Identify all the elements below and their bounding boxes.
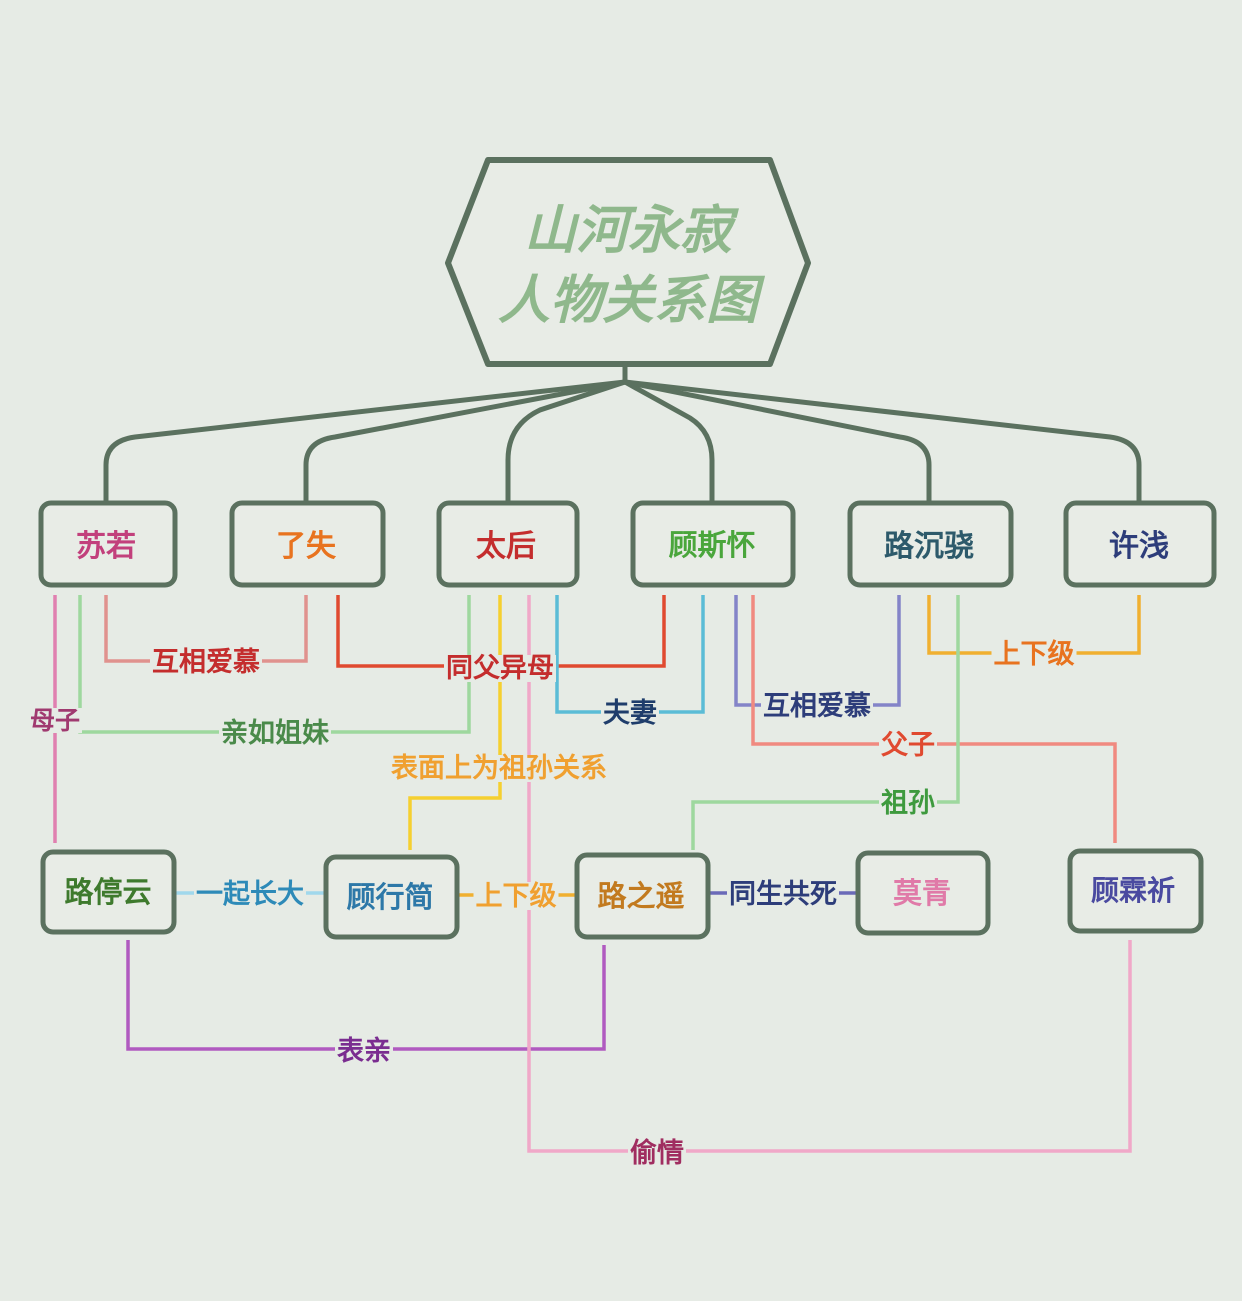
node-gulinqi[interactable]: 顾霖祈 (1067, 848, 1204, 934)
relation-label-gusihuai-luchenxiao: 互相爱慕 (763, 691, 871, 722)
node-label-gusihuai: 顾斯怀 (668, 528, 755, 562)
relation-label-background (473, 882, 559, 910)
relation-label-taihou-gulinqi: 偷情 (630, 1137, 684, 1169)
tree-branch-luchenxiao (622, 379, 932, 506)
node-luzhiyao[interactable]: 路之遥 (574, 852, 711, 940)
node-luchenxiao[interactable]: 路沉骁 (847, 500, 1014, 588)
node-label-liaoshi: 了失 (276, 529, 337, 564)
node-label-moqing: 莫青 (893, 876, 951, 910)
relation-label-background (219, 720, 331, 747)
character-nodes: 苏若 了失 太后 顾斯怀 路沉骁 许浅 路停云 顾行简 (38, 500, 1217, 940)
relation-label-background (335, 1038, 393, 1065)
tree-branch-xuqian (622, 379, 1142, 506)
relation-label-background (194, 881, 306, 908)
tree-branch-liaoshi (303, 379, 628, 506)
node-label-suruo: 苏若 (76, 529, 136, 564)
node-gusihuai[interactable]: 顾斯怀 (630, 500, 796, 588)
line-gusihuai-luchenxiao (734, 595, 901, 707)
node-label-gulinqi: 顾霖祈 (1091, 874, 1175, 907)
relation-label-lutingyun-luzhiyao: 表亲 (337, 1036, 391, 1067)
relation-label-background (601, 700, 659, 727)
relation-label-taihou-gusihuai: 夫妻 (603, 698, 657, 729)
relation-label-luzhiyao-moqing: 同生共死 (729, 879, 837, 910)
tree-branch-taihou (505, 379, 628, 506)
relation-label-taihou-guxingjian: 表面上为祖孙关系 (391, 753, 607, 784)
node-label-guxingjian: 顾行简 (346, 880, 433, 914)
line-lutingyun-luzhiyao (126, 940, 606, 1051)
relation-label-background (761, 693, 873, 720)
relation-label-background (628, 1139, 686, 1167)
node-label-xuqian: 许浅 (1109, 529, 1169, 564)
line-taihou-gusihuai (555, 595, 705, 714)
line-taihou-gulinqi (527, 595, 1132, 1153)
relation-label-background (991, 640, 1077, 668)
tree-connectors (103, 361, 1142, 506)
relation-label-lutingyun-guxingjian: 一起长大 (196, 879, 304, 910)
node-taihou[interactable]: 太后 (436, 500, 580, 588)
title-line-2: 人物关系图 (498, 271, 766, 331)
node-suruo[interactable]: 苏若 (38, 500, 178, 588)
relation-label-luchenxiao-luzhiyao: 祖孙 (881, 788, 935, 819)
line-luchenxiao-luzhiyao (691, 595, 960, 850)
node-xuqian[interactable]: 许浅 (1063, 500, 1217, 588)
relation-label-background (879, 732, 937, 759)
line-suruo-taihou (78, 595, 471, 734)
node-label-luzhiyao: 路之遥 (597, 879, 684, 913)
title-hexagon (445, 157, 811, 367)
relation-label-background (444, 655, 556, 682)
relation-label-liaoshi-gusihuai: 同父异母 (446, 653, 554, 684)
relation-label-background (727, 881, 839, 908)
relation-labels: 互相爱慕 同父异母 夫妻 互相爱慕 上下级 母子 亲如姐妹 表面上为祖孙关系 父… (27, 638, 1077, 1169)
node-label-lutingyun: 路停云 (64, 875, 151, 909)
relation-label-suruo-lutingyun: 母子 (30, 706, 80, 735)
node-guxingjian[interactable]: 顾行简 (323, 854, 460, 940)
tree-branch-suruo (103, 379, 628, 506)
node-lutingyun[interactable]: 路停云 (40, 849, 177, 935)
relation-label-background (27, 708, 83, 733)
title-block: 山河永寂 人物关系图 (445, 157, 811, 367)
node-label-taihou: 太后 (476, 529, 536, 564)
relation-label-suruo-liaoshi: 互相爱慕 (152, 647, 260, 678)
line-taihou-guxingjian (408, 595, 502, 850)
relation-label-luchenxiao-xuqian: 上下级 (994, 638, 1075, 670)
relation-label-guxingjian-luzhiyao: 上下级 (476, 880, 557, 912)
relation-label-gusihuai-gulinqi: 父子 (881, 730, 935, 761)
relation-label-background (389, 755, 609, 782)
node-label-luchenxiao: 路沉骁 (884, 529, 974, 564)
relation-label-background (150, 649, 262, 676)
relation-label-suruo-taihou: 亲如姐妹 (221, 718, 329, 749)
tree-branch-gusihuai (622, 379, 715, 506)
relation-label-background (879, 790, 937, 817)
title-line-1: 山河永寂 (524, 201, 739, 261)
node-moqing[interactable]: 莫青 (855, 850, 991, 936)
node-liaoshi[interactable]: 了失 (229, 500, 386, 588)
